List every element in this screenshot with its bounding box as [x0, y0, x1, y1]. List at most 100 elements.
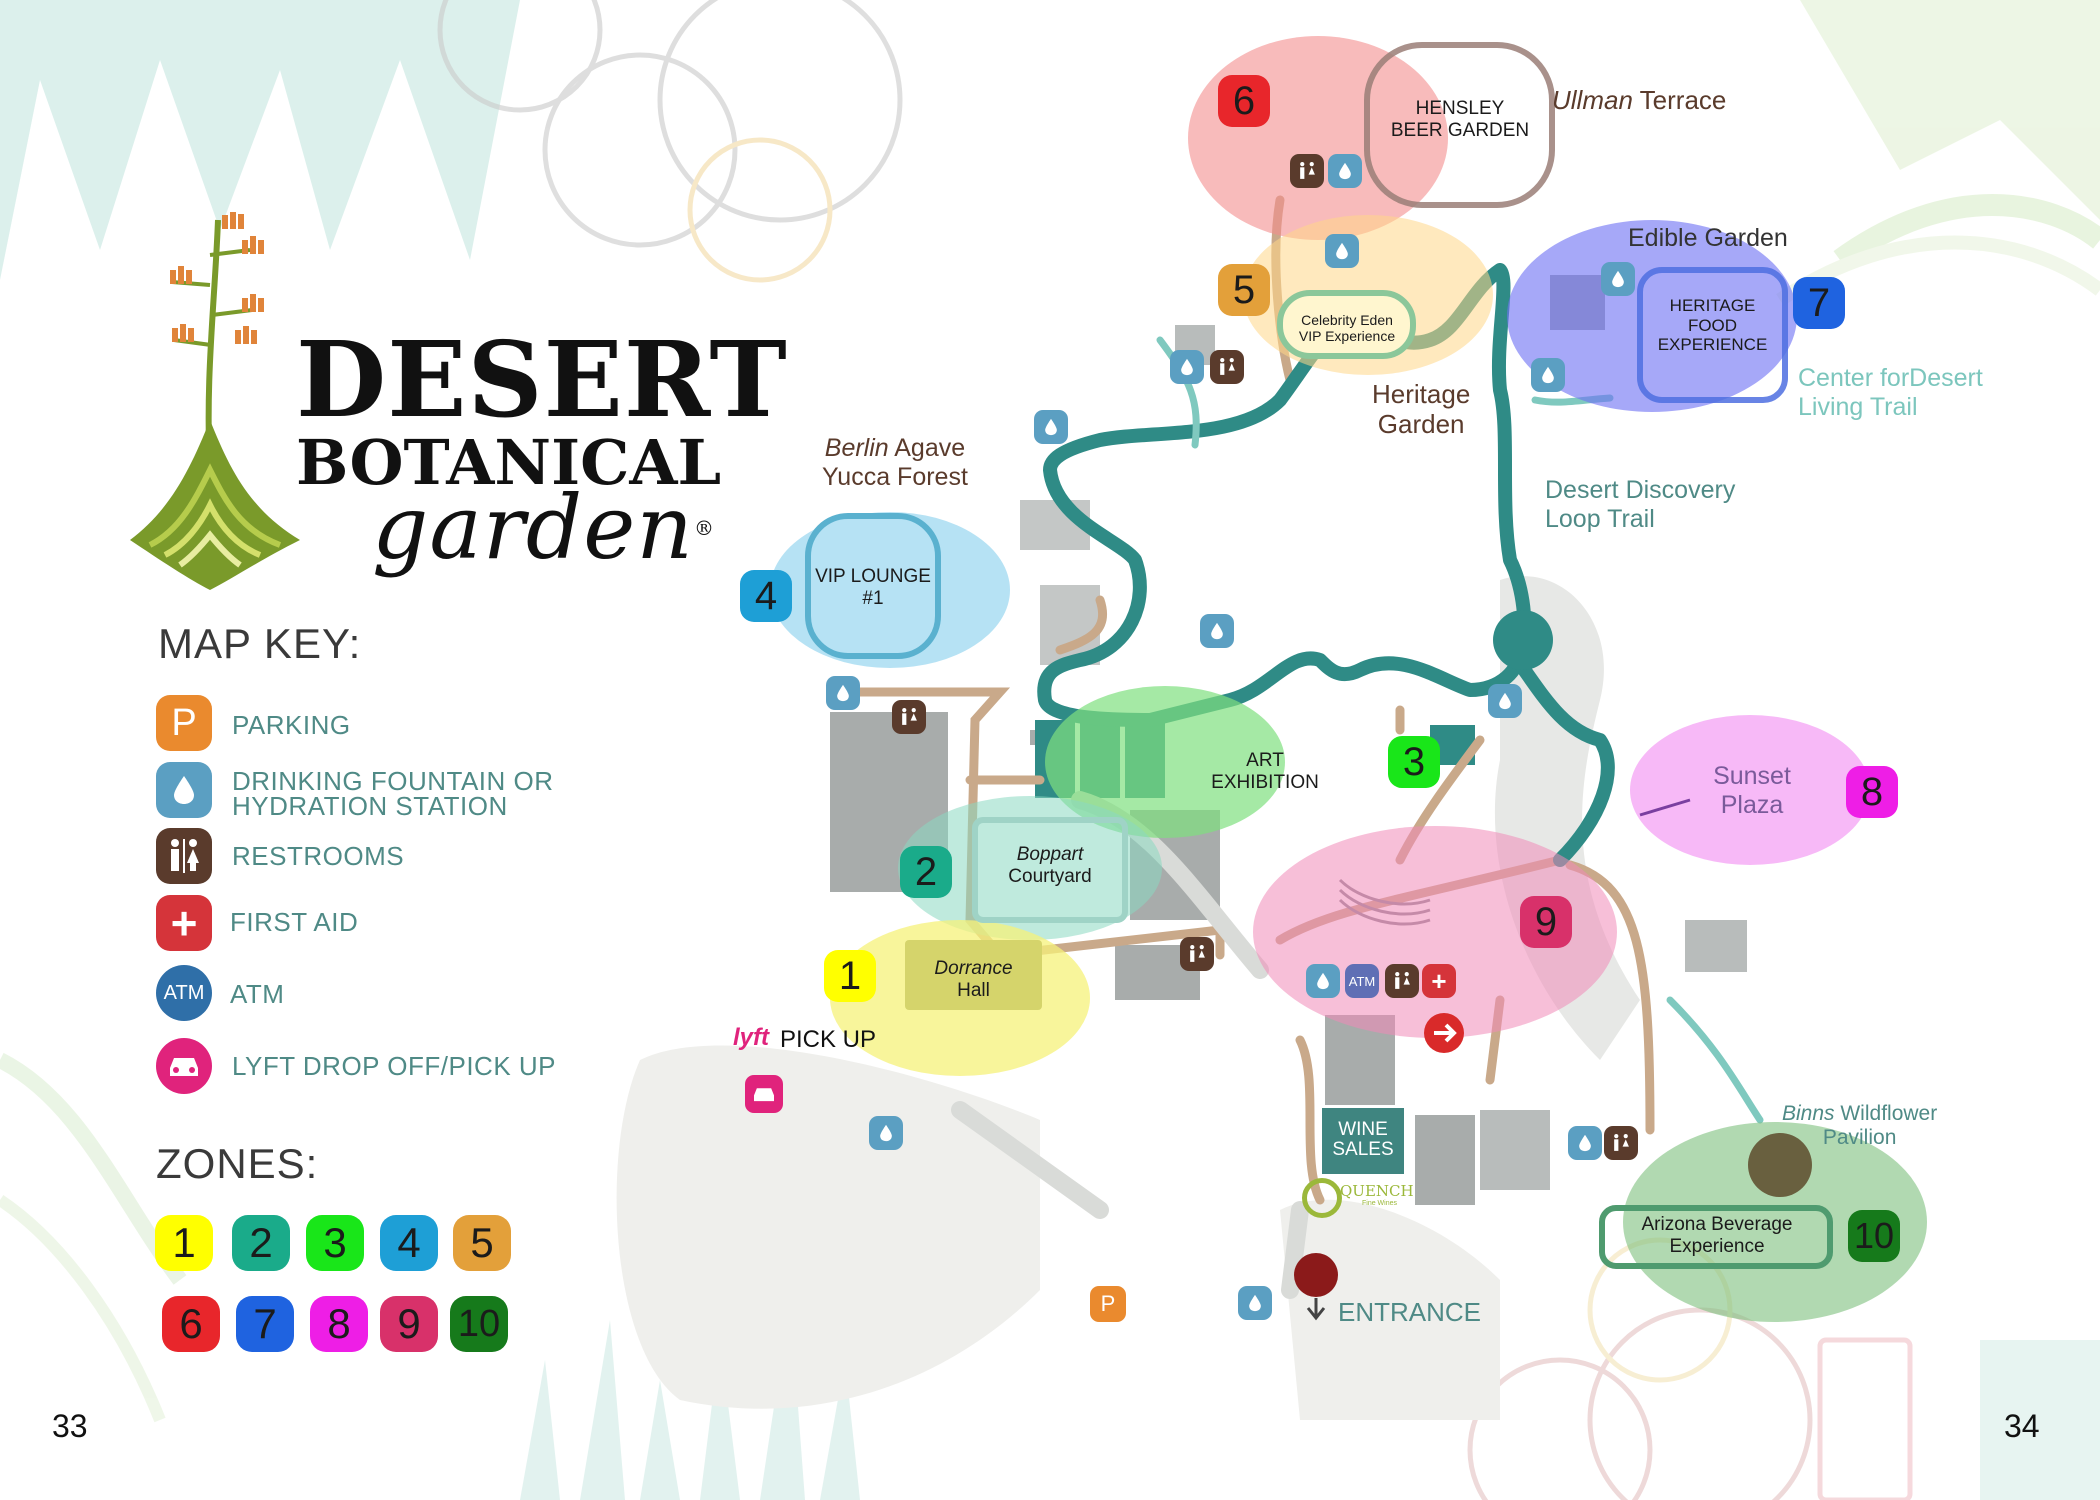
map-key-heading: MAP KEY:: [158, 620, 362, 667]
wine-sales-line1: WINE: [1338, 1119, 1388, 1140]
zone-legend-8: 8: [310, 1296, 368, 1352]
map-first-aid-icon[interactable]: +: [1422, 964, 1456, 998]
map-main-trail: [1037, 263, 1615, 867]
page-number-left: 33: [52, 1408, 88, 1444]
zone-10-label-line2: Experience: [1669, 1235, 1765, 1257]
zone-4-label-line1: VIP LOUNGE: [815, 566, 931, 587]
zone-8-area: [1630, 715, 1870, 865]
logo-agave-icon: [130, 212, 300, 590]
ullman-italic: Ullman: [1552, 85, 1633, 115]
map-fountain-icon[interactable]: [1488, 684, 1522, 718]
zone-badge-6: 6: [1218, 75, 1270, 127]
zone-badge-1: 1: [824, 950, 876, 1002]
quench-logo-icon: [1302, 1178, 1342, 1218]
map-fountain-icon[interactable]: [1601, 262, 1635, 296]
key-label-restrooms: RESTROOMS: [232, 841, 405, 871]
zone-7-label-line3: EXPERIENCE: [1657, 335, 1768, 355]
zone-legend-9: 9: [380, 1296, 438, 1352]
map-fountain-icon[interactable]: [869, 1116, 903, 1150]
sunset-plaza-line1: Sunset: [1713, 762, 1791, 790]
parking-icon: P: [156, 695, 212, 751]
zone-legend-4: 4: [380, 1215, 438, 1271]
zone-legend-1: 1: [155, 1215, 213, 1271]
zone-4-area: [770, 512, 1010, 668]
zone-4-label-line2: #1: [862, 587, 884, 609]
zone-2-label-line1: Boppart: [1016, 844, 1084, 865]
map-fountain-icon[interactable]: [1034, 410, 1068, 444]
heritage-garden-line1: Heritage: [1372, 379, 1471, 409]
map-fountain-icon[interactable]: [1170, 350, 1204, 384]
pick-up-label: PICK UP: [780, 1026, 877, 1053]
map-fountain-icon[interactable]: [826, 676, 860, 710]
zone-7-label-line1: HERITAGE: [1669, 296, 1756, 315]
map-restroom-icon[interactable]: [1210, 350, 1244, 384]
key-label-fountain-line2: HYDRATION STATION: [232, 791, 508, 821]
ullman-rest: Terrace: [1632, 85, 1727, 115]
zone-legend-2: 2: [232, 1215, 290, 1271]
map-fountain-icon[interactable]: [1568, 1126, 1602, 1160]
map-fountain-icon[interactable]: [1306, 964, 1340, 998]
map-atm-icon[interactable]: ATM: [1345, 964, 1379, 998]
map-restroom-icon[interactable]: [1180, 937, 1214, 971]
heritage-garden-label: Heritage Garden: [1372, 379, 1471, 440]
pavilion-text: Pavilion: [1822, 1126, 1897, 1150]
background-grass: [520, 1300, 860, 1500]
logo-desert-text: DESERT: [296, 318, 788, 441]
map-parking-icon[interactable]: P: [1090, 1286, 1126, 1322]
atm-icon: ATM: [156, 965, 212, 1021]
lyft-car-icon: [156, 1038, 212, 1094]
sunset-plaza-line2: Plaza: [1720, 790, 1784, 819]
berlin-agave-label: Berlin Agave Yucca Forest: [822, 434, 968, 492]
zone-10-label: Arizona Beverage Experience: [1605, 1214, 1829, 1258]
amphitheatre-arcs: [1338, 878, 1431, 926]
map-fountain-icon[interactable]: [1238, 1286, 1272, 1320]
drinking-fountain-icon: [156, 762, 212, 818]
logo-garden-text: garden®: [372, 478, 715, 578]
zone-badge-9: 9: [1520, 896, 1572, 948]
zone-legend-5: 5: [453, 1215, 511, 1271]
zone-5-label-line2: VIP Experience: [1298, 328, 1396, 345]
map-restroom-icon[interactable]: [1604, 1126, 1638, 1160]
zone-badge-7: 7: [1793, 277, 1845, 329]
binns-italic: Binns: [1782, 1102, 1835, 1125]
center-trail-line2: Living Trail: [1798, 392, 1918, 421]
map-restroom-icon[interactable]: [1290, 154, 1324, 188]
map-fountain-icon[interactable]: [1325, 234, 1359, 268]
restroom-icon: [156, 828, 212, 884]
lyft-car-map-icon[interactable]: [745, 1075, 783, 1113]
zone-inner-boxes: [805, 42, 1833, 1269]
map-restroom-icon[interactable]: [1385, 964, 1419, 998]
desert-discovery-loop-trail-label: Desert Discovery Loop Trail: [1545, 476, 1735, 534]
zone-6-label-line1: HENSLEY: [1415, 98, 1505, 119]
zone-6-label-line2: BEER GARDEN: [1390, 119, 1530, 141]
map-restroom-icon[interactable]: [892, 700, 926, 734]
map-fountain-icon[interactable]: [1531, 358, 1565, 392]
zone-1-label-line1: Dorrance: [934, 958, 1013, 979]
zone-5-label: Celebrity Eden VIP Experience: [1282, 312, 1412, 344]
zone-2-label: Boppart Courtyard: [975, 844, 1125, 888]
map-fountain-icon[interactable]: [1328, 154, 1362, 188]
discovery-line1: Desert Discovery: [1545, 476, 1736, 504]
binns-rest: Wildflower: [1834, 1102, 1938, 1125]
page-number-right: 34: [2004, 1408, 2040, 1444]
center-trail-line1: Center forDesert: [1798, 364, 1983, 392]
zone-badge-8: 8: [1846, 766, 1898, 818]
logo-garden-word: garden: [372, 476, 694, 579]
entrance-arrow-icon: [1306, 1298, 1326, 1321]
map-fountain-icon[interactable]: [1200, 614, 1234, 648]
ullman-terrace-label: Ullman Terrace: [1552, 85, 1727, 116]
zone-10-label-line1: Arizona Beverage: [1641, 1214, 1793, 1235]
logo-registered-mark: ®: [693, 516, 715, 540]
zone-10-area: [1623, 1122, 1927, 1322]
zone-badge-10: 10: [1848, 1210, 1900, 1262]
sunset-plaza-label: Sunset Plaza: [1702, 762, 1802, 820]
zone-5-label-line1: Celebrity Eden: [1301, 312, 1393, 328]
key-label-first-aid: FIRST AID: [230, 907, 359, 937]
discovery-line2: Loop Trail: [1545, 504, 1655, 533]
zone-legend-6: 6: [162, 1296, 220, 1352]
zone-6-label: HENSLEY BEER GARDEN: [1370, 98, 1550, 142]
quench-logo-subtext: Fine Wines: [1362, 1200, 1398, 1207]
background-stamps: [437, 0, 1913, 1500]
